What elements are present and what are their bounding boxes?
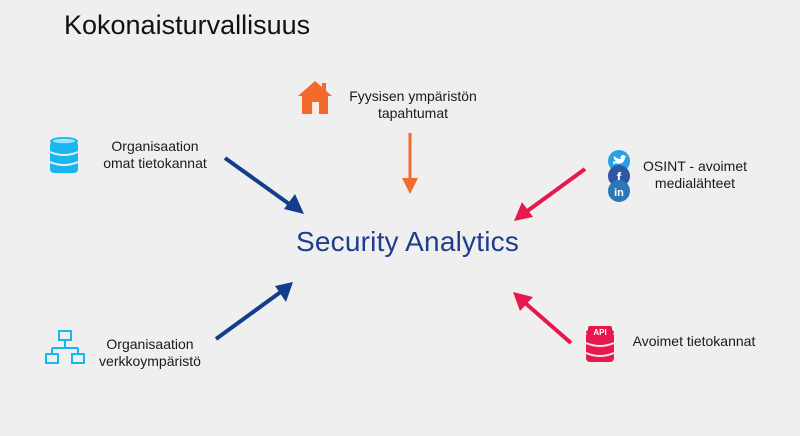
node-network-label: Organisaation verkkoympäristö: [99, 336, 201, 369]
arrow-opendb-to-center: [513, 292, 573, 345]
linkedin-icon: in: [608, 180, 630, 202]
api-database-icon: API: [585, 326, 615, 362]
api-badge: API: [593, 328, 606, 337]
security-analytics-label: Security Analytics: [296, 226, 520, 257]
node-opendb-label: Avoimet tietokannat: [632, 333, 756, 349]
page-title: Kokonaisturvallisuus: [64, 10, 311, 40]
arrow-osint-to-center: [514, 167, 587, 221]
svg-text:f: f: [617, 169, 622, 185]
database-icon: [49, 137, 79, 173]
arrow-network-to-center: [214, 282, 293, 341]
house-icon: [298, 81, 332, 114]
network-icon: [45, 330, 85, 364]
node-db-label: Organisaation omat tietokannat: [103, 138, 207, 171]
node-osint-label: OSINT - avoimet medialähteet: [643, 158, 747, 191]
social-media-icons: f in: [608, 150, 630, 202]
node-physical-label: Fyysisen ympäristön tapahtumat: [349, 88, 477, 121]
svg-text:in: in: [614, 187, 624, 199]
arrow-db-to-center: [223, 156, 304, 214]
arrow-physical-to-center: [402, 133, 418, 194]
